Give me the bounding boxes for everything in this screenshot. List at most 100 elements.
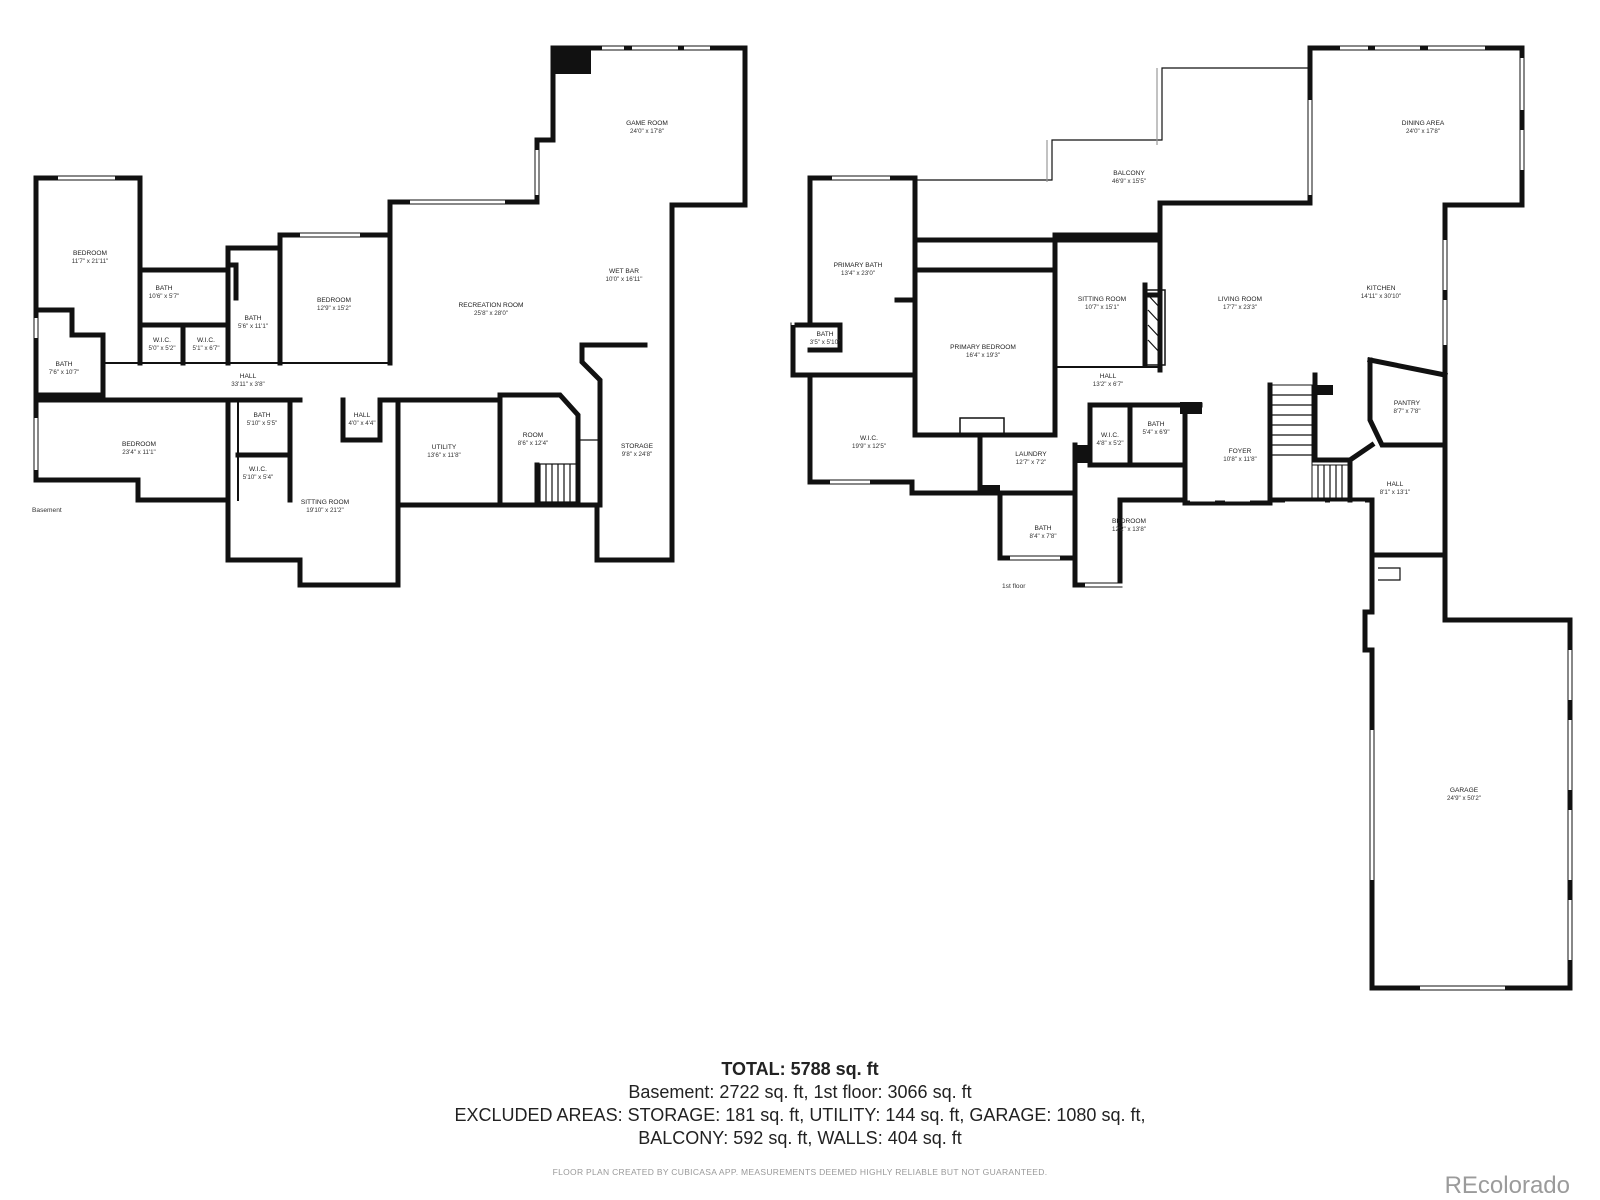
total-area: TOTAL: 5788 sq. ft (721, 1059, 879, 1079)
bsmt-wic-3-label: W.I.C. (249, 466, 267, 473)
bsmt-wic-2-dimensions: 5'1" x 6'7" (192, 345, 219, 352)
bsmt-wic-2-label: W.I.C. (197, 337, 215, 344)
bsmt-utility-label: UTILITY (432, 444, 457, 451)
f1-dining-dimensions: 24'0" x 17'8" (1406, 128, 1440, 135)
bsmt-bedroom-1-label: BEDROOM (73, 250, 107, 257)
bsmt-bath-3-dimensions: 7'6" x 10'7" (49, 369, 80, 376)
bsmt-bath-4-dimensions: 5'10" x 5'5" (247, 420, 278, 427)
bsmt-wet-bar-dimensions: 10'0" x 16'11" (606, 276, 643, 283)
brand-logo[interactable]: REcolorado (1444, 1172, 1570, 1199)
excluded-areas: EXCLUDED AREAS: STORAGE: 181 sq. ft, UTI… (454, 1105, 1146, 1125)
bsmt-bath-4-label: BATH (253, 412, 270, 419)
f1-hall-1-label: HALL (1100, 373, 1117, 380)
bsmt-bath-2-label: BATH (244, 315, 261, 322)
first-floor-fixtures (959, 289, 1401, 581)
floor-areas: Basement: 2722 sq. ft, 1st floor: 3066 s… (628, 1082, 972, 1102)
f1-sitting-dimensions: 10'7" x 15'1" (1085, 304, 1119, 311)
bsmt-sitting-dimensions: 19'10" x 21'2" (306, 507, 343, 514)
bsmt-bedroom-3-label: BEDROOM (122, 441, 156, 448)
bsmt-storage-dimensions: 9'8" x 24'8" (622, 451, 653, 458)
f1-laundry-dimensions: 12'7" x 7'2" (1016, 459, 1047, 466)
f1-hall-2-label: HALL (1387, 481, 1404, 488)
fireplace-icon-2 (959, 417, 1005, 436)
f1-balcony-dimensions: 46'9" x 15'5" (1112, 178, 1146, 185)
area-summary: TOTAL: 5788 sq. ft Basement: 2722 sq. ft… (0, 1058, 1600, 1150)
f1-bath-2-dimensions: 5'4" x 6'9" (1142, 429, 1169, 436)
f1-primary-bedroom-label: PRIMARY BEDROOM (950, 344, 1016, 351)
f1-hall-1-dimensions: 13'2" x 6'7" (1093, 381, 1124, 388)
bsmt-bath-1-dimensions: 10'6" x 5'7" (149, 293, 180, 300)
f1-bath-3-label: BATH (1034, 525, 1051, 532)
bsmt-bath-2-dimensions: 5'6" x 11'1" (238, 323, 268, 330)
f1-primary-bedroom-dimensions: 16'4" x 19'3" (966, 352, 1000, 359)
basement-stairs (539, 439, 600, 503)
bsmt-hall-1-dimensions: 33'11" x 3'8" (231, 381, 264, 388)
f1-garage-dimensions: 24'9" x 50'2" (1447, 795, 1481, 802)
first-floor-windows (791, 46, 1572, 990)
f1-primary-bath-label: PRIMARY BATH (834, 262, 883, 269)
bsmt-bedroom-3-dimensions: 23'4" x 11'1" (122, 449, 155, 456)
bsmt-bedroom-2-label: BEDROOM (317, 297, 351, 304)
corner-block (553, 48, 591, 74)
bsmt-utility-dimensions: 13'6" x 11'8" (427, 452, 460, 459)
bsmt-recreation-dimensions: 25'8" x 28'0" (474, 310, 508, 317)
bsmt-wic-3-dimensions: 5'10" x 5'4" (243, 474, 274, 481)
f1-pantry-label: PANTRY (1394, 400, 1421, 407)
f1-bath-3-dimensions: 8'4" x 7'8" (1029, 533, 1056, 540)
bsmt-wic-1-dimensions: 5'0" x 5'2" (148, 345, 175, 352)
fireplace-icon (1144, 289, 1166, 366)
credit-note: FLOOR PLAN CREATED BY CUBICASA APP. MEAS… (552, 1167, 1048, 1177)
bsmt-recreation-label: RECREATION ROOM (458, 302, 523, 309)
f1-bath-small-dimensions: 3'5" x 5'10" (810, 339, 841, 346)
bsmt-hall-2-dimensions: 4'0" x 4'4" (348, 420, 375, 427)
basement-windows (34, 46, 710, 470)
bsmt-room-label: ROOM (523, 432, 544, 439)
f1-laundry-label: LAUNDRY (1015, 451, 1047, 458)
basement-floor-label: Basement (32, 507, 62, 514)
f1-kitchen-label: KITCHEN (1367, 285, 1396, 292)
f1-living-label: LIVING ROOM (1218, 296, 1262, 303)
f1-foyer-label: FOYER (1229, 448, 1252, 455)
bsmt-hall-1-label: HALL (240, 373, 257, 380)
f1-bath-small-label: BATH (816, 331, 833, 338)
excluded-areas-cont: BALCONY: 592 sq. ft, WALLS: 404 sq. ft (638, 1128, 962, 1148)
bsmt-game-room-label: GAME ROOM (626, 120, 668, 127)
f1-dining-label: DINING AREA (1402, 120, 1445, 127)
f1-pantry-dimensions: 8'7" x 7'8" (1393, 408, 1420, 415)
f1-foyer-dimensions: 10'8" x 11'8" (1223, 456, 1256, 463)
bsmt-sitting-label: SITTING ROOM (301, 499, 349, 506)
stairs-icon (1271, 384, 1313, 501)
bsmt-wet-bar-label: WET BAR (609, 268, 639, 275)
first-floor-label: 1st floor (1002, 583, 1026, 590)
f1-kitchen-dimensions: 14'11" x 30'10" (1361, 293, 1401, 300)
bsmt-bedroom-2-dimensions: 12'9" x 15'2" (317, 305, 351, 312)
f1-wic-1-label: W.I.C. (860, 435, 878, 442)
bsmt-room-dimensions: 8'6" x 12'4" (518, 440, 549, 447)
f1-bedroom-label: BEDROOM (1112, 518, 1146, 525)
bsmt-bath-3-label: BATH (55, 361, 72, 368)
f1-primary-bath-dimensions: 13'4" x 23'0" (841, 270, 875, 277)
first-floor-interior-walls (807, 175, 1448, 588)
f1-garage-label: GARAGE (1450, 787, 1479, 794)
f1-wic-2-label: W.I.C. (1101, 432, 1119, 439)
f1-living-dimensions: 17'7" x 23'3" (1223, 304, 1257, 311)
f1-bedroom-dimensions: 12'2" x 13'8" (1112, 526, 1146, 533)
bsmt-storage-label: STORAGE (621, 443, 654, 450)
f1-balcony-label: BALCONY (1113, 170, 1145, 177)
bsmt-game-room-dimensions: 24'0" x 17'8" (630, 128, 664, 135)
f1-wic-1-dimensions: 19'9" x 12'5" (852, 443, 886, 450)
f1-hall-2-dimensions: 8'1" x 13'1" (1380, 489, 1411, 496)
bsmt-wic-1-label: W.I.C. (153, 337, 171, 344)
f1-wic-2-dimensions: 4'8" x 5'2" (1096, 440, 1123, 447)
f1-sitting-label: SITTING ROOM (1078, 296, 1126, 303)
basement-interior-walls (33, 232, 648, 508)
bsmt-bath-1-label: BATH (155, 285, 172, 292)
bsmt-bedroom-1-dimensions: 11'7" x 21'11" (72, 258, 108, 265)
bsmt-hall-2-label: HALL (354, 412, 371, 419)
f1-bath-2-label: BATH (1147, 421, 1164, 428)
